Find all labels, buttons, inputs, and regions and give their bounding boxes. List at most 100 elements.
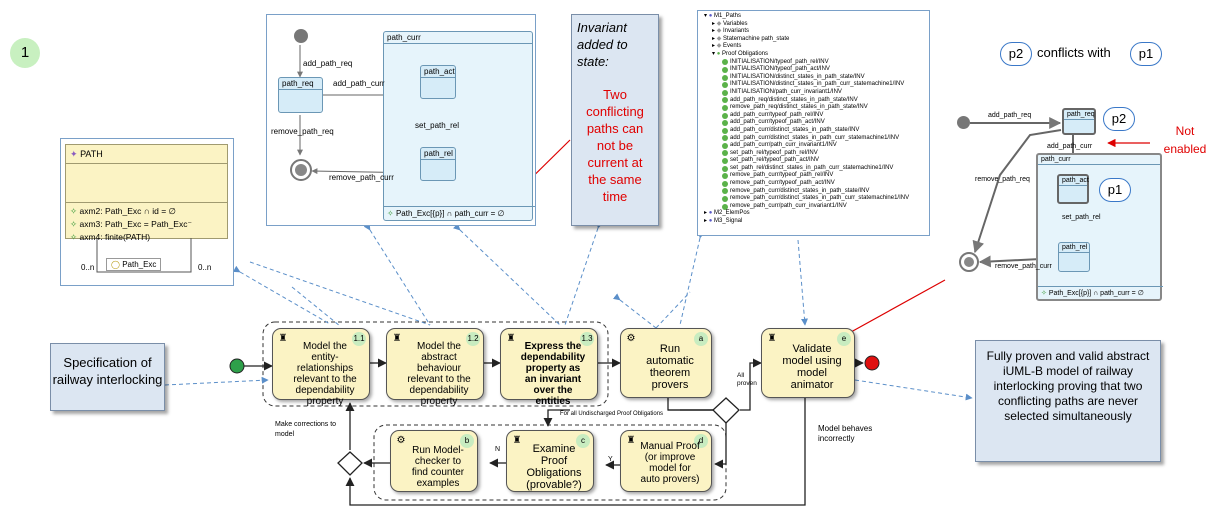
animator-add-path-req: add_path_req xyxy=(988,112,1032,119)
person-task-icon: ♜ xyxy=(767,333,777,344)
class-header: ✦ PATH xyxy=(66,145,227,164)
association-icon: ◯ xyxy=(111,260,120,269)
make-corrections-label: Make corrections to model xyxy=(275,421,337,438)
discharged-check-icon xyxy=(722,66,728,73)
proof-obligation-item[interactable]: remove_path_req/distinct_states_in_path_… xyxy=(722,104,925,112)
animator-p1-token: p1 xyxy=(1099,178,1131,202)
task-label: Validate model using model animator xyxy=(782,343,842,391)
proof-obligation-item[interactable]: add_path_curr/typeof_path_act/INV xyxy=(722,119,925,127)
state-path-curr-label: path_curr xyxy=(384,32,532,44)
proof-obligation-text: remove_path_curr/path_curr_invariant1/IN… xyxy=(730,202,847,209)
proof-obligation-item[interactable]: INITIALISATION/typeof_path_rel/INV xyxy=(722,59,925,67)
axiom-item: ✧ axm3: Path_Exc = Path_Exc⁻ xyxy=(70,218,223,231)
class-diagram-panel: ✦ PATH ✧ axm2: Path_Exc ∩ id = ∅ ✧ axm3:… xyxy=(60,138,234,286)
proof-obligation-item[interactable]: remove_path_curr/typeof_path_rel/INV xyxy=(722,172,925,180)
state-path-curr: path_curr xyxy=(383,31,533,221)
axiom-text: axm3: Path_Exc = Path_Exc⁻ xyxy=(79,219,192,229)
proof-obligation-text: add_path_curr/typeof_path_rel/INV xyxy=(730,111,824,118)
animator-state-path-req: path_req xyxy=(1062,108,1096,135)
discharged-check-icon xyxy=(722,89,728,96)
transition-remove-path-req: remove_path_req xyxy=(271,127,334,136)
axiom-item: ✧ axm4: finite(PATH) xyxy=(70,231,223,244)
tree-section: ▾ ● Proof Obligations xyxy=(712,50,769,57)
proof-obligation-item[interactable]: add_path_curr/distinct_states_in_path_st… xyxy=(722,127,925,135)
proof-obligation-item[interactable]: INITIALISATION/typeof_path_act/INV xyxy=(722,66,925,74)
proof-obligation-item[interactable]: add_path_req/distinct_states_in_path_sta… xyxy=(722,97,925,105)
proof-obligation-item[interactable]: set_path_rel/typeof_path_act/INV xyxy=(722,157,925,165)
proof-obligation-item[interactable]: remove_path_curr/typeof_path_act/INV xyxy=(722,180,925,188)
task-validate-model[interactable]: ♜ e Validate model using model animator xyxy=(761,328,855,398)
discharged-check-icon xyxy=(722,104,728,111)
proof-obligation-item[interactable]: add_path_curr/distinct_states_in_path_cu… xyxy=(722,135,925,143)
transition-add-path-curr: add_path_curr xyxy=(333,79,385,88)
section-icon: ◆ xyxy=(716,20,722,27)
task-express-invariant[interactable]: ♜ 1.3 Express the dependability property… xyxy=(500,328,598,407)
proof-obligation-item[interactable]: remove_path_curr/distinct_states_in_path… xyxy=(722,188,925,196)
no-label: N xyxy=(495,446,501,453)
task-label: Model the abstract behaviour relevant to… xyxy=(407,341,471,407)
proof-obligation-item[interactable]: INITIALISATION/path_curr_invariant1/INV xyxy=(722,89,925,97)
class-attributes xyxy=(66,164,227,203)
expand-icon: ▸ xyxy=(712,43,716,50)
discharged-check-icon xyxy=(722,82,728,89)
task-model-behaviour[interactable]: ♜ 1.2 Model the abstract behaviour relev… xyxy=(386,328,484,407)
proof-obligation-item[interactable]: INITIALISATION/distinct_states_in_path_c… xyxy=(722,81,925,89)
task-manual-proof[interactable]: ♜ d Manual Proof (or improve model for a… xyxy=(620,430,712,492)
not-enabled-label: Not enabled xyxy=(1163,124,1207,156)
task-badge: 1.3 xyxy=(580,332,594,346)
result-note: Fully proven and valid abstract iUML-B m… xyxy=(975,340,1161,462)
axiom-icon: ✧ xyxy=(70,232,78,242)
task-badge: b xyxy=(460,434,474,448)
decision-diamond-left xyxy=(337,451,363,476)
decision-diamond-right xyxy=(712,397,740,424)
proof-obligation-text: remove_path_req/distinct_states_in_path_… xyxy=(730,104,868,111)
person-task-icon: ♜ xyxy=(506,333,516,344)
task-run-provers[interactable]: ⚙ a Run automatic theorem provers xyxy=(620,328,712,398)
section-icon: ◆ xyxy=(716,35,722,42)
proof-tree-panel: ▾ ● M1_Paths ▸ ◆ Variables ▸ ◆ Invariant… xyxy=(697,10,930,236)
discharged-check-icon xyxy=(722,180,728,187)
animator-path-act-label: path_act xyxy=(1059,176,1089,186)
proof-obligation-item[interactable]: add_path_curr/path_curr_invariant1/INV xyxy=(722,142,925,150)
mult-left: 0..n xyxy=(81,263,95,272)
proof-obligation-text: set_path_rel/distinct_states_in_path_cur… xyxy=(730,164,894,171)
proof-obligation-item[interactable]: remove_path_curr/distinct_states_in_path… xyxy=(722,195,925,203)
state-path-rel-label: path_rel xyxy=(421,148,455,160)
proof-obligation-text: INITIALISATION/typeof_path_act/INV xyxy=(730,66,830,73)
discharged-check-icon xyxy=(722,173,728,180)
all-proven-label: All proven xyxy=(737,372,757,387)
proof-obligation-item[interactable]: remove_path_curr/path_curr_invariant1/IN… xyxy=(722,203,925,211)
proof-obligation-text: set_path_rel/typeof_path_act/INV xyxy=(730,157,820,164)
task-badge: c xyxy=(576,434,590,448)
task-label: Run Model-checker to find counter exampl… xyxy=(411,445,465,489)
task-model-entities[interactable]: ♜ 1.1 Model the entity-relationships rel… xyxy=(272,328,370,407)
proof-obligation-item[interactable]: set_path_rel/typeof_path_rel/INV xyxy=(722,150,925,158)
discharged-check-icon xyxy=(722,59,728,66)
specification-text: Specification of railway interlocking xyxy=(52,355,163,387)
proof-obligation-item[interactable]: INITIALISATION/distinct_states_in_path_s… xyxy=(722,74,925,82)
animator-remove-path-req: remove_path_req xyxy=(975,176,1030,183)
person-task-icon: ♜ xyxy=(626,435,636,446)
mult-right: 0..n xyxy=(198,263,212,272)
discharged-check-icon xyxy=(722,158,728,165)
animator-final xyxy=(959,252,979,272)
proof-obligation-text: add_path_curr/distinct_states_in_path_st… xyxy=(730,126,860,133)
task-examine-obligations[interactable]: ♜ c Examine Proof Obligations (provable?… xyxy=(506,430,594,492)
expand-icon: ▸ xyxy=(712,28,716,35)
invariant-text: Path_Exc[{p}] ∩ path_curr = ∅ xyxy=(395,209,505,218)
tree-root-label: M1_Paths xyxy=(713,13,741,19)
proof-obligation-item[interactable]: set_path_rel/distinct_states_in_path_cur… xyxy=(722,165,925,173)
tree-footer-item: ▸ ● M3_Signal xyxy=(704,218,743,225)
task-model-checker[interactable]: ⚙ b Run Model-checker to find counter ex… xyxy=(390,430,478,492)
animator-state-path-act: path_act xyxy=(1057,174,1089,204)
animator-invariant: ✧ Path_Exc[{p}] ∩ path_curr = ∅ xyxy=(1038,286,1163,300)
proof-obligation-item[interactable]: add_path_curr/typeof_path_rel/INV xyxy=(722,112,925,120)
state-path-req-label: path_req xyxy=(279,78,322,90)
person-task-icon: ♜ xyxy=(392,333,402,344)
specification-note: Specification of railway interlocking xyxy=(50,343,165,411)
section-icon: ◆ xyxy=(716,28,722,35)
tree-root: ▾ ● M1_Paths xyxy=(702,13,925,21)
axiom-item: ✧ axm2: Path_Exc ∩ id = ∅ xyxy=(70,205,223,218)
animator-path-rel-label: path_rel xyxy=(1059,243,1089,253)
task-badge: 1.2 xyxy=(466,332,480,346)
